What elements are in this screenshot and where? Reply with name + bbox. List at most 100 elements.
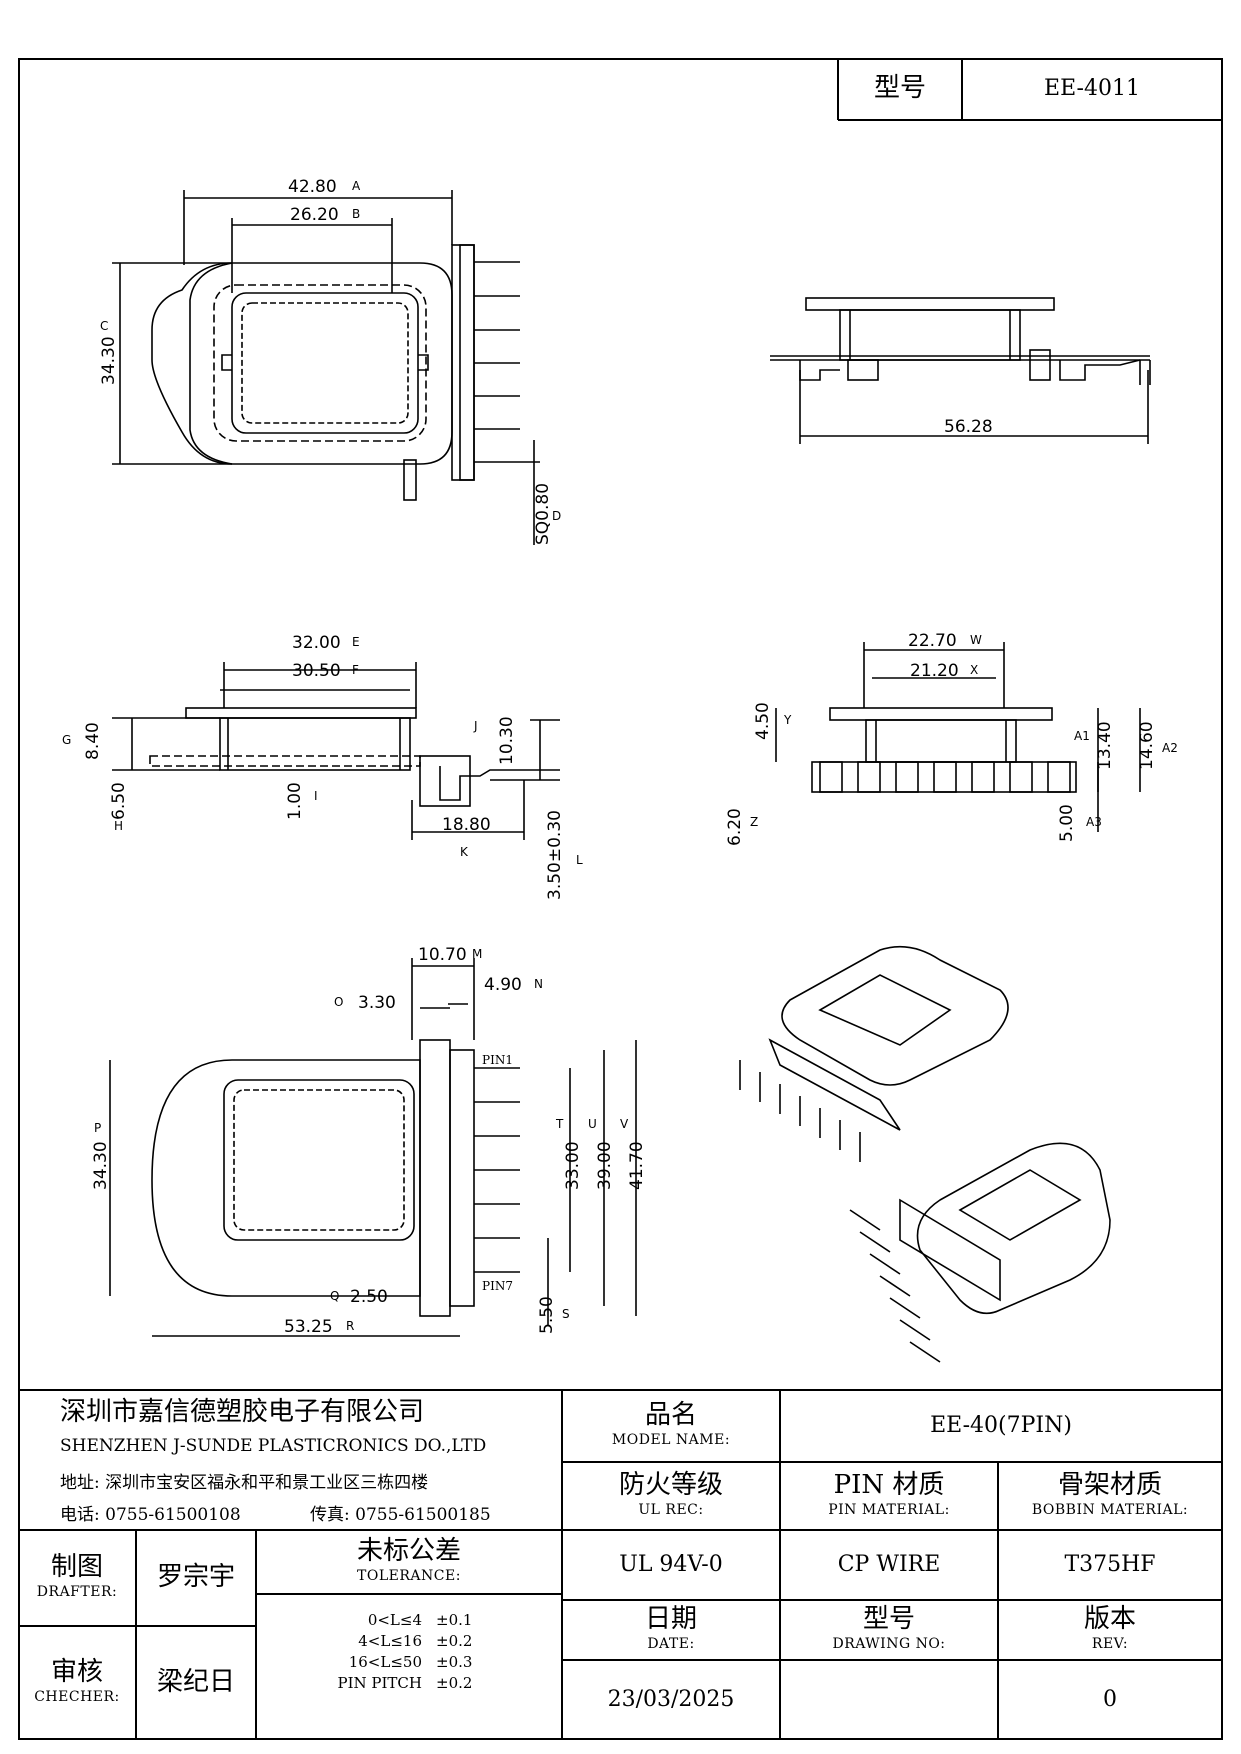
drafter-label: 制图 DRAFTER:	[18, 1530, 136, 1626]
date-cn: 日期	[644, 1604, 697, 1635]
date-label: 日期 DATE:	[562, 1600, 780, 1660]
dim-D-letter: D	[552, 509, 561, 523]
tolerance-range: 4<L≤16	[358, 1632, 422, 1650]
dim-V: 41.70	[627, 1141, 647, 1190]
dim-X: 21.20	[910, 661, 959, 681]
rev-en: REV:	[1091, 1636, 1129, 1653]
date-en: DATE:	[647, 1636, 695, 1653]
pin-material-en: PIN MATERIAL:	[828, 1502, 950, 1519]
dim-I-letter: I	[314, 789, 318, 803]
dim-M-letter: M	[472, 947, 482, 961]
dim-L-letter: L	[576, 853, 583, 867]
tolerance-label: 未标公差 TOLERANCE:	[256, 1530, 562, 1594]
dim-A: 42.80	[288, 177, 337, 197]
view-isometric-2	[849, 1142, 1111, 1363]
dim-N: 4.90	[484, 975, 522, 995]
dim-I: 1.00	[285, 782, 305, 820]
dim-U-letter: U	[588, 1117, 597, 1131]
tolerance-cn: 未标公差	[356, 1536, 461, 1567]
tolerance-row: 16<L≤50 ±0.3	[256, 1652, 562, 1673]
tolerance-value: ±0.2	[436, 1674, 473, 1692]
ul-en: UL REC:	[638, 1502, 704, 1519]
dim-C: 34.30	[99, 336, 119, 385]
dim-K-letter: K	[460, 845, 469, 859]
dim-L: 3.50±0.30	[545, 810, 565, 900]
product-name-cn: 品名	[644, 1400, 697, 1431]
dim-Q: 2.50	[350, 1287, 388, 1307]
view-isometric-1	[739, 945, 1009, 1162]
ul-value: UL 94V-0	[619, 1551, 723, 1577]
view-top	[112, 190, 540, 545]
pin-material-value: CP WIRE	[837, 1551, 941, 1577]
tolerance-range: PIN PITCH	[337, 1674, 423, 1692]
drawing-sheet	[18, 58, 1223, 1740]
dim-T: 33.00	[563, 1141, 583, 1190]
company-address: 地址: 深圳市宝安区福永和平和景工业区三栋四楼	[60, 1473, 429, 1493]
dim-P: 34.30	[91, 1141, 111, 1190]
tolerance-row: 4<L≤16 ±0.2	[256, 1631, 562, 1652]
dim-W: 22.70	[908, 631, 957, 651]
dim-A2-letter: A2	[1162, 741, 1178, 755]
dim-S: 5.50	[537, 1296, 557, 1334]
drawing-no-value	[780, 1660, 998, 1740]
dim-B: 26.20	[290, 205, 339, 225]
pin1-label: PIN1	[482, 1053, 513, 1067]
bobbin-material-en: BOBBIN MATERIAL:	[1031, 1502, 1189, 1519]
rev-label: 版本 REV:	[998, 1600, 1222, 1660]
rev-cn: 版本	[1083, 1604, 1136, 1635]
dim-G: 8.40	[83, 722, 103, 760]
product-name-label: 品名 MODEL NAME:	[562, 1390, 780, 1462]
checker-cn: 审核	[50, 1657, 103, 1688]
dim-T-letter: T	[555, 1117, 564, 1131]
drawing-no-en: DRAWING NO:	[832, 1636, 946, 1653]
tolerance-row: 0<L≤4 ±0.1	[256, 1610, 562, 1631]
checker-name: 梁纪日	[156, 1667, 235, 1698]
dim-D: SQ0.80	[533, 483, 553, 545]
dim-M: 10.70	[418, 945, 467, 965]
dim-C-letter: C	[100, 319, 108, 333]
dim-B-letter: B	[352, 207, 360, 221]
tolerance-en: TOLERANCE:	[357, 1568, 461, 1585]
dim-E-letter: E	[352, 635, 360, 649]
tolerance-row: PIN PITCH ±0.2	[256, 1673, 562, 1694]
dim-O: 3.30	[358, 993, 396, 1013]
dim-Q-letter: Q	[330, 1289, 339, 1303]
dim-V-letter: V	[620, 1117, 629, 1131]
top-pins	[474, 261, 520, 463]
model-label: 型号	[873, 73, 926, 104]
side-pin-blocks	[819, 761, 1071, 793]
dim-U: 39.00	[595, 1141, 615, 1190]
dim-G-letter: G	[62, 733, 71, 747]
rev-value: 0	[1103, 1686, 1117, 1712]
checker-en: CHECHER:	[34, 1689, 120, 1706]
pin-material-cn: PIN 材质	[833, 1470, 945, 1501]
company-fax: 传真: 0755-61500185	[310, 1505, 491, 1525]
dim-H: 6.50	[109, 782, 129, 820]
model-value: EE-4011	[1044, 75, 1140, 101]
bobbin-material-cn: 骨架材质	[1057, 1470, 1162, 1501]
dim-A1: 13.40	[1095, 721, 1115, 770]
bobbin-material-value: T375HF	[1064, 1551, 1156, 1577]
checker-label: 审核 CHECHER:	[18, 1626, 136, 1740]
dim-E: 32.00	[292, 633, 341, 653]
pin7-label: PIN7	[482, 1279, 513, 1293]
dim-Y-letter: Y	[783, 713, 792, 727]
dim-J: 10.30	[497, 716, 517, 765]
dim-H-letter: H	[114, 819, 123, 833]
ul-label: 防火等级 UL REC:	[562, 1462, 780, 1530]
dim-O-letter: O	[334, 995, 343, 1009]
drafter-en: DRAFTER:	[36, 1584, 118, 1601]
view-side-top	[770, 297, 1151, 444]
dim-S-letter: S	[562, 1307, 570, 1321]
tolerance-range: 16<L≤50	[348, 1653, 422, 1671]
tolerance-value: ±0.2	[436, 1632, 473, 1650]
drawing-no-cn: 型号	[862, 1604, 915, 1635]
dim-Y: 4.50	[753, 702, 773, 740]
title-block-frame	[18, 58, 1222, 1740]
dim-A1-letter: A1	[1074, 729, 1090, 743]
dim-A3: 5.00	[1057, 804, 1077, 842]
dim-W-letter: W	[970, 633, 982, 647]
company-name-cn: 深圳市嘉信德塑胶电子有限公司	[60, 1397, 425, 1427]
drawing-no-label: 型号 DRAWING NO:	[780, 1600, 998, 1660]
